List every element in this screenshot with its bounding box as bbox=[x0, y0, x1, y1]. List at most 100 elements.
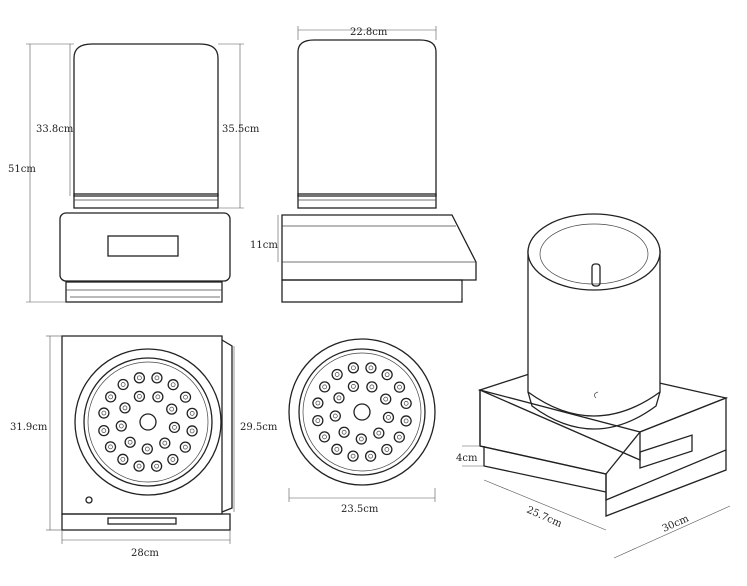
grinder-hole-core bbox=[315, 418, 321, 423]
grinder-hole-core bbox=[182, 444, 188, 450]
grinder-hole bbox=[318, 431, 331, 443]
grinder-hole-core bbox=[350, 453, 356, 459]
side-view: 22.8cm 11cm bbox=[250, 26, 477, 303]
dim-front-total-height: 51cm bbox=[8, 164, 36, 175]
dim-lid-diameter: 23.5cm bbox=[341, 504, 379, 515]
grinder-hole bbox=[124, 436, 136, 448]
grinder-hole bbox=[159, 437, 171, 449]
grinder-hole bbox=[167, 379, 179, 391]
grinder-hole bbox=[382, 411, 395, 424]
grinder-hole-core bbox=[368, 365, 374, 371]
grinder-hole-core bbox=[322, 384, 328, 390]
grinder-hole-core bbox=[122, 405, 128, 411]
grinder-hole bbox=[104, 441, 117, 453]
grinder-hole bbox=[400, 415, 412, 427]
grinder-hole bbox=[98, 407, 110, 419]
grinder-hole-core bbox=[332, 413, 338, 419]
grinder-hole-core bbox=[137, 375, 142, 381]
grinder-hole-core bbox=[376, 430, 382, 436]
grinder-hole-core bbox=[384, 447, 390, 452]
grinder-hole bbox=[105, 391, 117, 403]
grinder-hole bbox=[373, 427, 385, 439]
dim-front-jar-height-right: 35.5cm bbox=[222, 124, 260, 135]
grinder-hole-core bbox=[397, 384, 402, 390]
grinder-hole-core bbox=[315, 400, 321, 406]
grinder-hole-core bbox=[127, 439, 133, 445]
grinder-hole bbox=[347, 450, 359, 462]
lid-view: 23.5cm bbox=[288, 338, 436, 515]
grinder-hole-core bbox=[183, 394, 188, 400]
grinder-hole-core bbox=[369, 384, 375, 390]
grinder-hole bbox=[168, 421, 181, 434]
grinder-hole-core bbox=[351, 384, 356, 389]
grinder-hole-core bbox=[334, 446, 340, 452]
grinder-hole bbox=[141, 443, 153, 455]
grinder-hole-core bbox=[383, 396, 389, 402]
grinder-hole-core bbox=[120, 382, 126, 387]
grinder-hole-core bbox=[368, 453, 373, 459]
grinder-hole bbox=[400, 397, 412, 410]
grinder-hole bbox=[393, 381, 406, 393]
grinder-hole-core bbox=[154, 375, 160, 381]
grinder-hole-core bbox=[189, 428, 195, 434]
grinder-hole bbox=[186, 407, 198, 420]
grinder-hole bbox=[312, 397, 324, 409]
grinder-hole bbox=[364, 450, 377, 462]
grinder-hole-core bbox=[162, 440, 168, 446]
top-view: 31.9cm 29.5cm 28cm bbox=[10, 335, 278, 559]
grinder-hole bbox=[119, 402, 131, 414]
grinder-hole bbox=[381, 369, 393, 381]
grinder-hole bbox=[179, 441, 191, 453]
grinder-hole bbox=[115, 420, 127, 432]
grinder-hole bbox=[393, 431, 405, 443]
dim-side-base-height: 11cm bbox=[250, 240, 278, 251]
dim-top-depth-right: 29.5cm bbox=[240, 422, 278, 433]
grinder-hole-core bbox=[155, 394, 161, 400]
grinder-hole bbox=[355, 433, 367, 445]
grinder-hole-core bbox=[386, 415, 391, 420]
grinder-hole bbox=[381, 443, 393, 456]
grinder-hole-core bbox=[101, 410, 107, 416]
dim-iso-base-height: 4cm bbox=[456, 453, 478, 464]
front-view: 51cm 33.8cm 35.5cm bbox=[8, 43, 260, 303]
grinder-hole-core bbox=[334, 372, 340, 377]
grinder-hole-core bbox=[341, 429, 347, 435]
grinder-hole bbox=[329, 410, 341, 422]
grinder-hole-core bbox=[118, 423, 124, 429]
center-spindle bbox=[139, 413, 157, 431]
grinder-hole-core bbox=[169, 406, 175, 412]
grinder-hole-core bbox=[358, 436, 364, 442]
grinder-hole bbox=[331, 368, 343, 381]
dim-side-width: 22.8cm bbox=[350, 27, 388, 38]
grinder-hole bbox=[380, 393, 392, 405]
grinder-hole-core bbox=[384, 372, 390, 378]
grinder-hole bbox=[150, 460, 163, 472]
grinder-hole bbox=[133, 372, 146, 384]
grinder-hole bbox=[166, 403, 178, 415]
grinder-hole bbox=[152, 391, 164, 403]
grinder-hole-core bbox=[170, 457, 176, 462]
grinder-hole bbox=[167, 453, 179, 466]
grinder-hole-core bbox=[108, 394, 114, 400]
top-grinder-holes bbox=[98, 372, 198, 472]
dim-top-width: 28cm bbox=[131, 548, 159, 559]
grinder-hole-core bbox=[120, 456, 126, 462]
grinder-hole-core bbox=[403, 401, 409, 406]
grinder-hole-core bbox=[396, 434, 402, 440]
grinder-hole-core bbox=[170, 382, 176, 388]
dim-top-depth-left: 31.9cm bbox=[10, 422, 48, 433]
lid-grinder-holes bbox=[312, 362, 412, 462]
grinder-hole bbox=[365, 362, 377, 374]
dim-front-jar-height: 33.8cm bbox=[36, 124, 74, 135]
grinder-hole bbox=[331, 443, 343, 455]
grinder-hole bbox=[133, 390, 146, 403]
grinder-hole-core bbox=[351, 365, 356, 371]
grinder-hole bbox=[117, 453, 129, 465]
grinder-hole-core bbox=[101, 428, 107, 433]
dim-iso-length: 25.7cm bbox=[525, 505, 564, 530]
grinder-hole bbox=[347, 380, 360, 393]
dim-iso-width: 30cm bbox=[661, 513, 691, 535]
grinder-hole bbox=[319, 381, 331, 393]
grinder-hole bbox=[133, 460, 145, 472]
